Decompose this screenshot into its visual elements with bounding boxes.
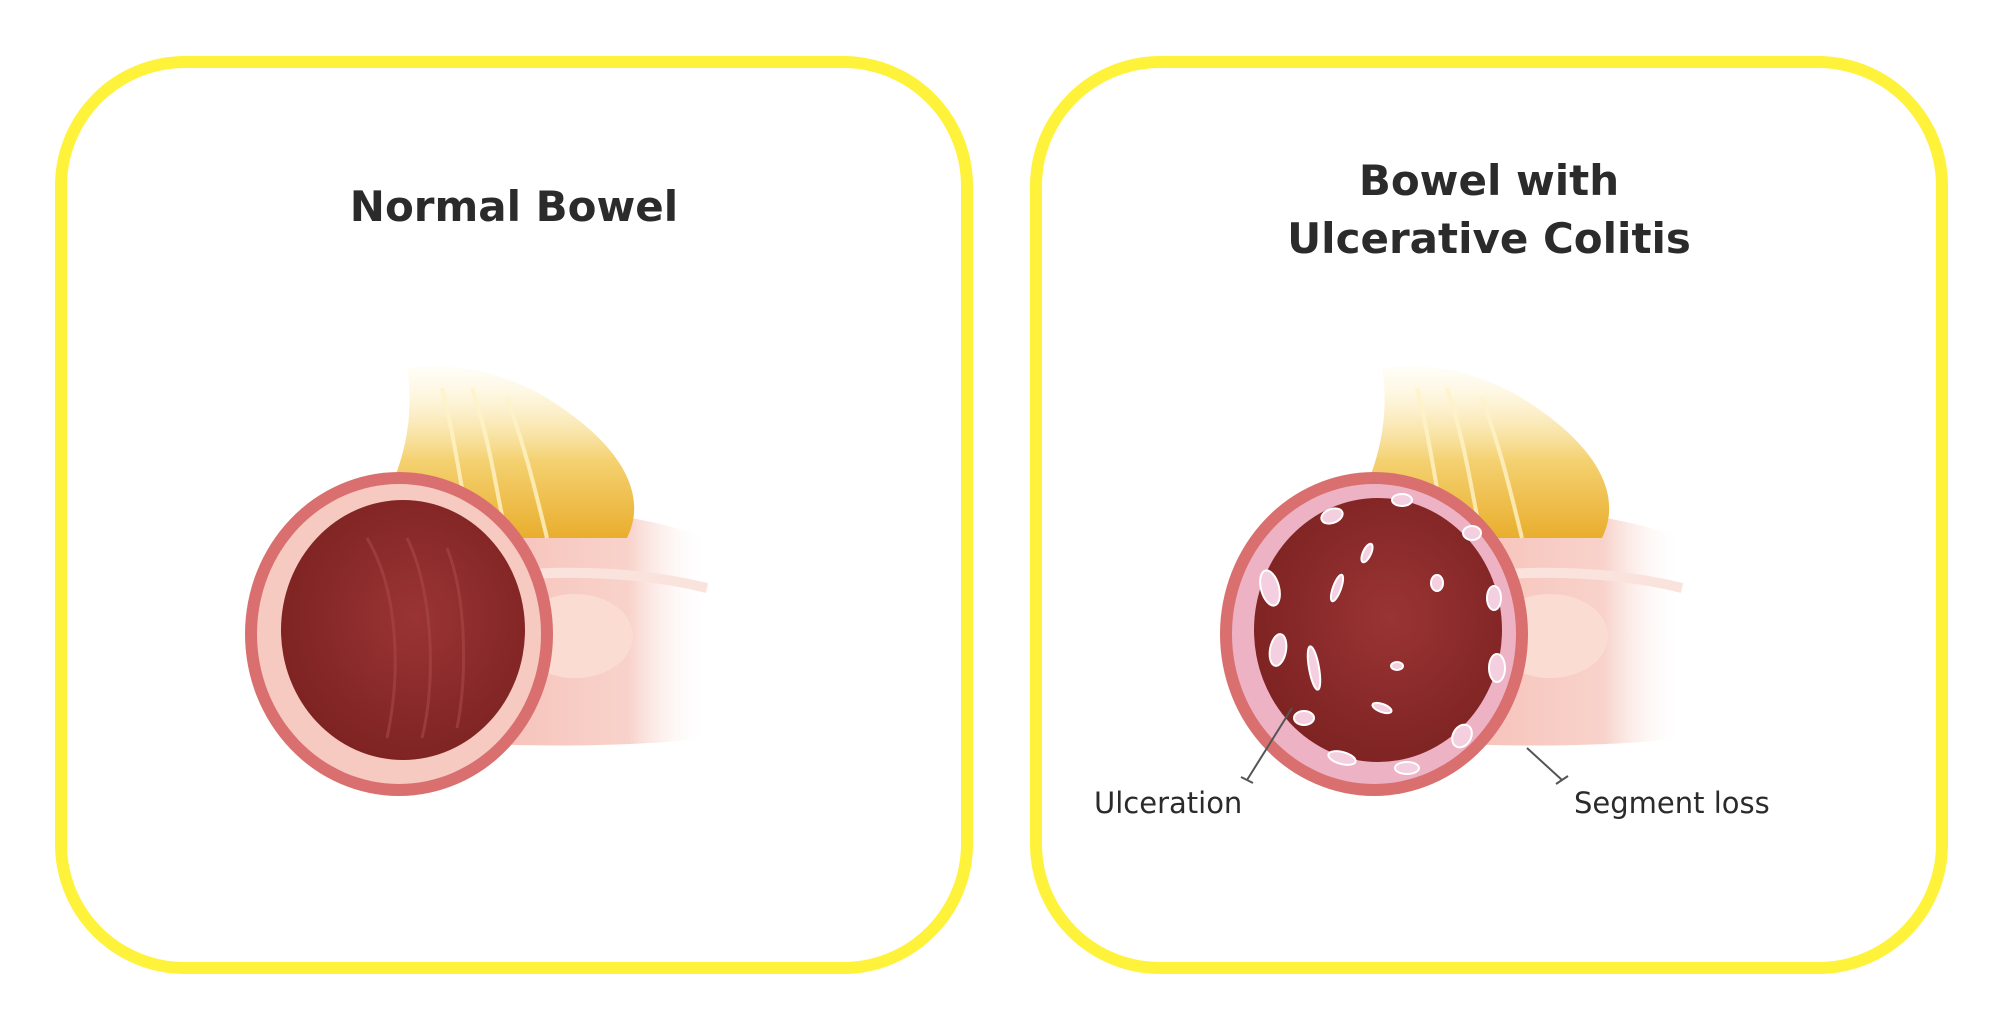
colitis-bowel-panel: Bowel with Ulcerative Colitis [1030, 56, 1948, 974]
normal-bowel-illustration [245, 366, 709, 796]
normal-bowel-panel: Normal Bowel [55, 56, 973, 974]
colitis-bowel-illustration [1220, 366, 1684, 796]
normal-bowel-lumen [281, 500, 525, 760]
normal-bowel-title-line: Normal Bowel [349, 182, 679, 231]
segment-loss-leader-line [1526, 747, 1563, 781]
ulceration-label: Ulceration [1094, 786, 1243, 820]
colitis-bowel-lumen [1254, 498, 1502, 762]
colitis-bowel-title: Bowel with Ulcerative Colitis [1042, 152, 1936, 268]
segment-loss-label: Segment loss [1574, 786, 1770, 820]
normal-bowel-title: Normal Bowel [67, 178, 961, 236]
colitis-title-line-2: Ulcerative Colitis [1287, 214, 1691, 263]
ulceration-leader-line [1246, 707, 1293, 781]
colitis-title-line-1: Bowel with [1358, 156, 1620, 205]
ulcer-lesions [1259, 493, 1506, 775]
